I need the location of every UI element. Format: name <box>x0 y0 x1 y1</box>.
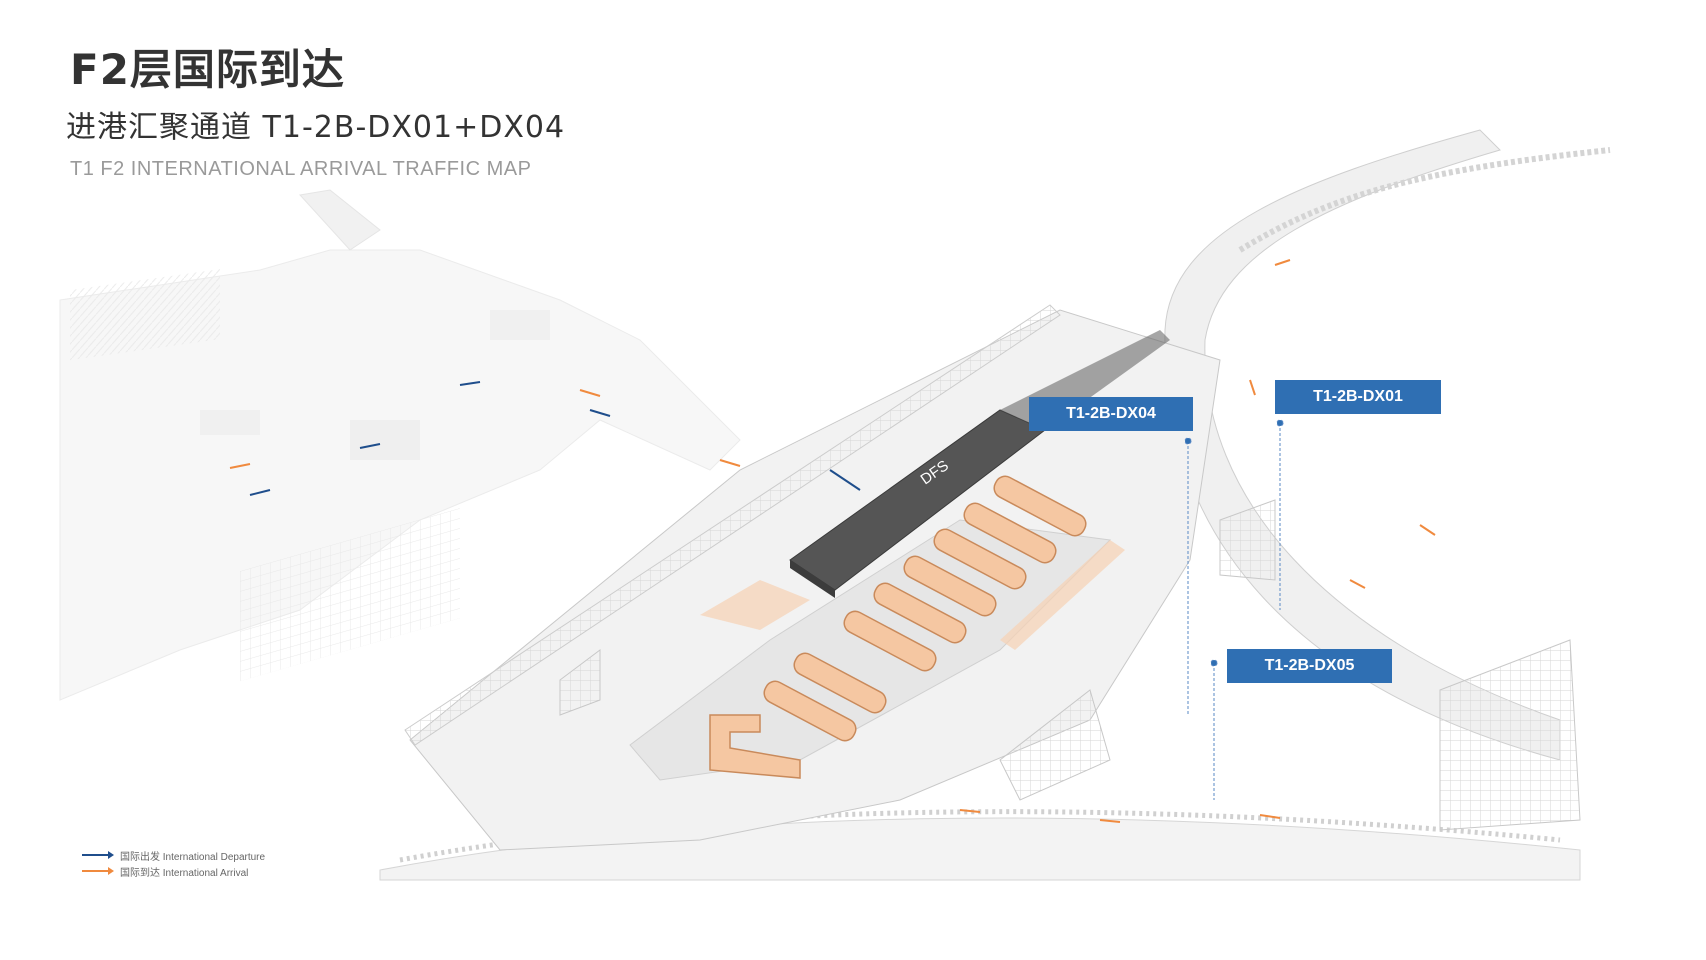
landside-curve-road <box>1164 129 1611 761</box>
fence-structures <box>559 499 1581 831</box>
legend-item-arrival: 国际到达 International Arrival <box>82 864 249 879</box>
page-title: F2层国际到达 <box>70 45 345 94</box>
legend-label-departure: 国际出发 International Departure <box>120 851 266 863</box>
label-t1-2b-dx04: T1-2B-DX04 <box>1029 397 1193 431</box>
legend-label-arrival: 国际到达 International Arrival <box>120 867 249 879</box>
label-leaders <box>1184 419 1284 800</box>
arrival-arrow-icon <box>82 867 114 875</box>
flow-arrows <box>229 259 1436 823</box>
label-t1-2b-dx05: T1-2B-DX05 <box>1227 649 1392 683</box>
baggage-carousels <box>709 475 1087 779</box>
departure-arrow-icon <box>82 851 114 859</box>
english-title: T1 F2 INTERNATIONAL ARRIVAL TRAFFIC MAP <box>70 158 532 180</box>
label-t1-2b-dx01: T1-2B-DX01 <box>1275 380 1441 414</box>
legend-item-departure: 国际出发 International Departure <box>82 848 266 863</box>
dfs-block: DFS <box>789 409 1046 598</box>
west-pier-area <box>59 189 741 701</box>
page-subtitle: 进港汇聚通道 T1-2B-DX01+DX04 <box>66 110 566 145</box>
